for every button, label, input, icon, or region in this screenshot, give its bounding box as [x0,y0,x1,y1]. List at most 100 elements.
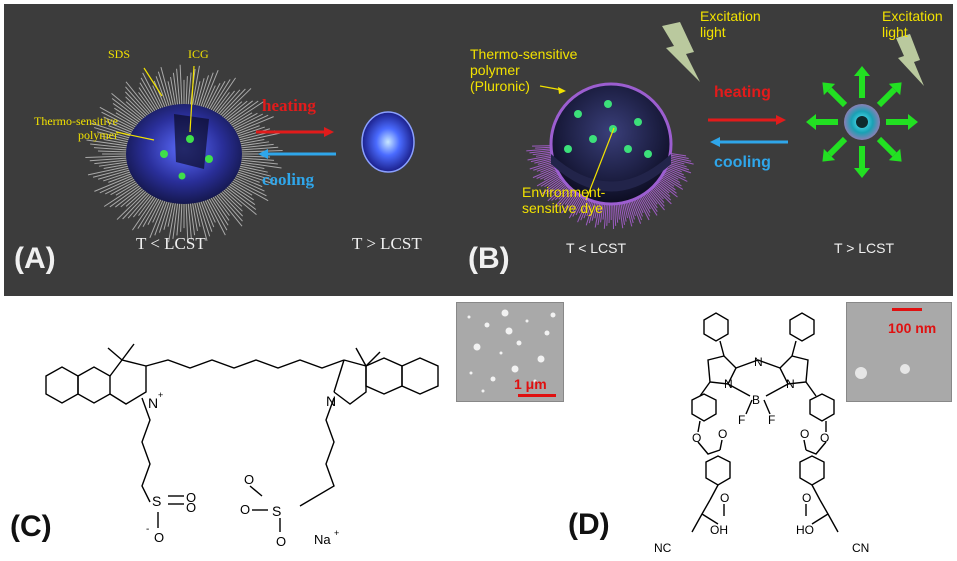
pluronic-chain [630,198,642,224]
pluronic-chain [591,200,598,221]
pluronic-chain [647,188,665,211]
tem-particle [501,309,509,317]
pluronic-chain [544,174,563,188]
sds-spike [137,195,159,229]
svg-text:O: O [240,502,250,517]
sds-spike [111,92,146,122]
sds-spike [205,197,226,236]
sds-spike [86,139,132,147]
sds-spike [193,200,201,227]
sds-spike [155,76,169,109]
sds-spike [226,181,254,201]
svg-text:O: O [186,500,196,515]
tem-particle [525,319,529,323]
svg-text:F: F [768,413,775,427]
sds-spike [219,88,252,120]
sds-spike [199,199,213,232]
pluronic-chain [667,157,694,165]
pluronic-label: Thermo-sensitive polymer (Pluronic) [470,46,578,94]
svg-text:-: - [146,524,149,535]
micelle-b-cutaway [551,154,671,192]
pluronic-chain [597,201,603,226]
sds-spike [167,200,175,227]
heating-label-b: heating [714,84,771,101]
sds-spike [142,72,163,111]
sds-spike [125,101,147,121]
svg-text:O: O [800,427,809,441]
sds-pointer [143,67,163,97]
svg-text:N: N [724,377,733,391]
sds-spike [125,187,147,207]
icg-pointer [189,65,195,133]
sds-spike [205,83,221,111]
tem-dots-d [855,364,910,379]
sds-spike [98,161,132,167]
pluronic-chain [536,167,559,179]
sds-spike [185,76,188,107]
pluronic-chain [632,197,643,221]
sds-spike [207,80,226,112]
sds-spike [168,201,177,243]
sds-spike [138,87,157,114]
sds-spike [209,79,231,113]
panel-c-structure: N + N S O O O - S O O O Na + [45,343,439,549]
svg-text:O: O [186,490,196,505]
pluronic-chain [568,194,583,219]
svg-text:O: O [276,534,286,549]
icg-dot [205,155,213,163]
pluronic-chain [624,200,633,227]
sds-spike [89,157,132,162]
tem-particle [484,322,490,328]
pluronic-chain [618,201,624,229]
sds-spike [189,201,196,236]
emission-arrowhead [888,148,902,162]
pluronic-chain [588,199,597,224]
sds-spike [212,92,230,115]
sds-spike [152,85,165,110]
sds-spike [142,196,161,228]
dye-dot [624,145,632,153]
sds-spike [103,170,135,182]
sds-spike [234,128,271,140]
pluronic-chain [620,201,626,225]
tem-particle [516,340,522,346]
tem-particle [544,330,550,336]
svg-text:O: O [244,472,254,487]
tem-dots-c [467,309,556,393]
scale-bar-c [518,394,556,397]
tem-particle [511,365,519,373]
collapsed-particle [362,112,414,172]
dye-dot [604,100,612,108]
pluronic-chain [642,192,658,216]
sds-spike [236,146,279,151]
icg-label: ICG [188,47,209,61]
sds-spike [157,71,171,108]
sds-spike [221,187,243,207]
svg-text:O: O [720,491,729,505]
sds-spike [223,184,257,210]
sds-spike [203,85,216,110]
sds-label: SDS [108,47,131,61]
excitation-label-1: Excitation light [700,8,761,40]
sds-spike [125,81,154,116]
above-lcst-label-b: T > LCST [834,240,895,256]
svg-text:O: O [692,431,701,445]
sds-spike [230,114,269,133]
pluronic-chain [526,148,554,152]
sds-spike [195,200,208,241]
svg-text:O: O [820,431,829,445]
sds-spike [232,125,260,137]
sds-spike [115,180,141,196]
pluronic-chain [662,169,688,182]
sds-spike [234,168,275,181]
emission-arrows [806,66,918,178]
sds-spike [231,116,274,135]
pluronic-chain [652,183,672,201]
sodium-ion: Na [314,532,331,547]
sds-spike [179,64,183,107]
pluronic-chain [583,198,592,219]
nitrile-left: NC [654,541,672,555]
svg-text:O: O [154,530,164,545]
sds-spike [103,116,138,133]
svg-text:O: O [718,427,727,441]
